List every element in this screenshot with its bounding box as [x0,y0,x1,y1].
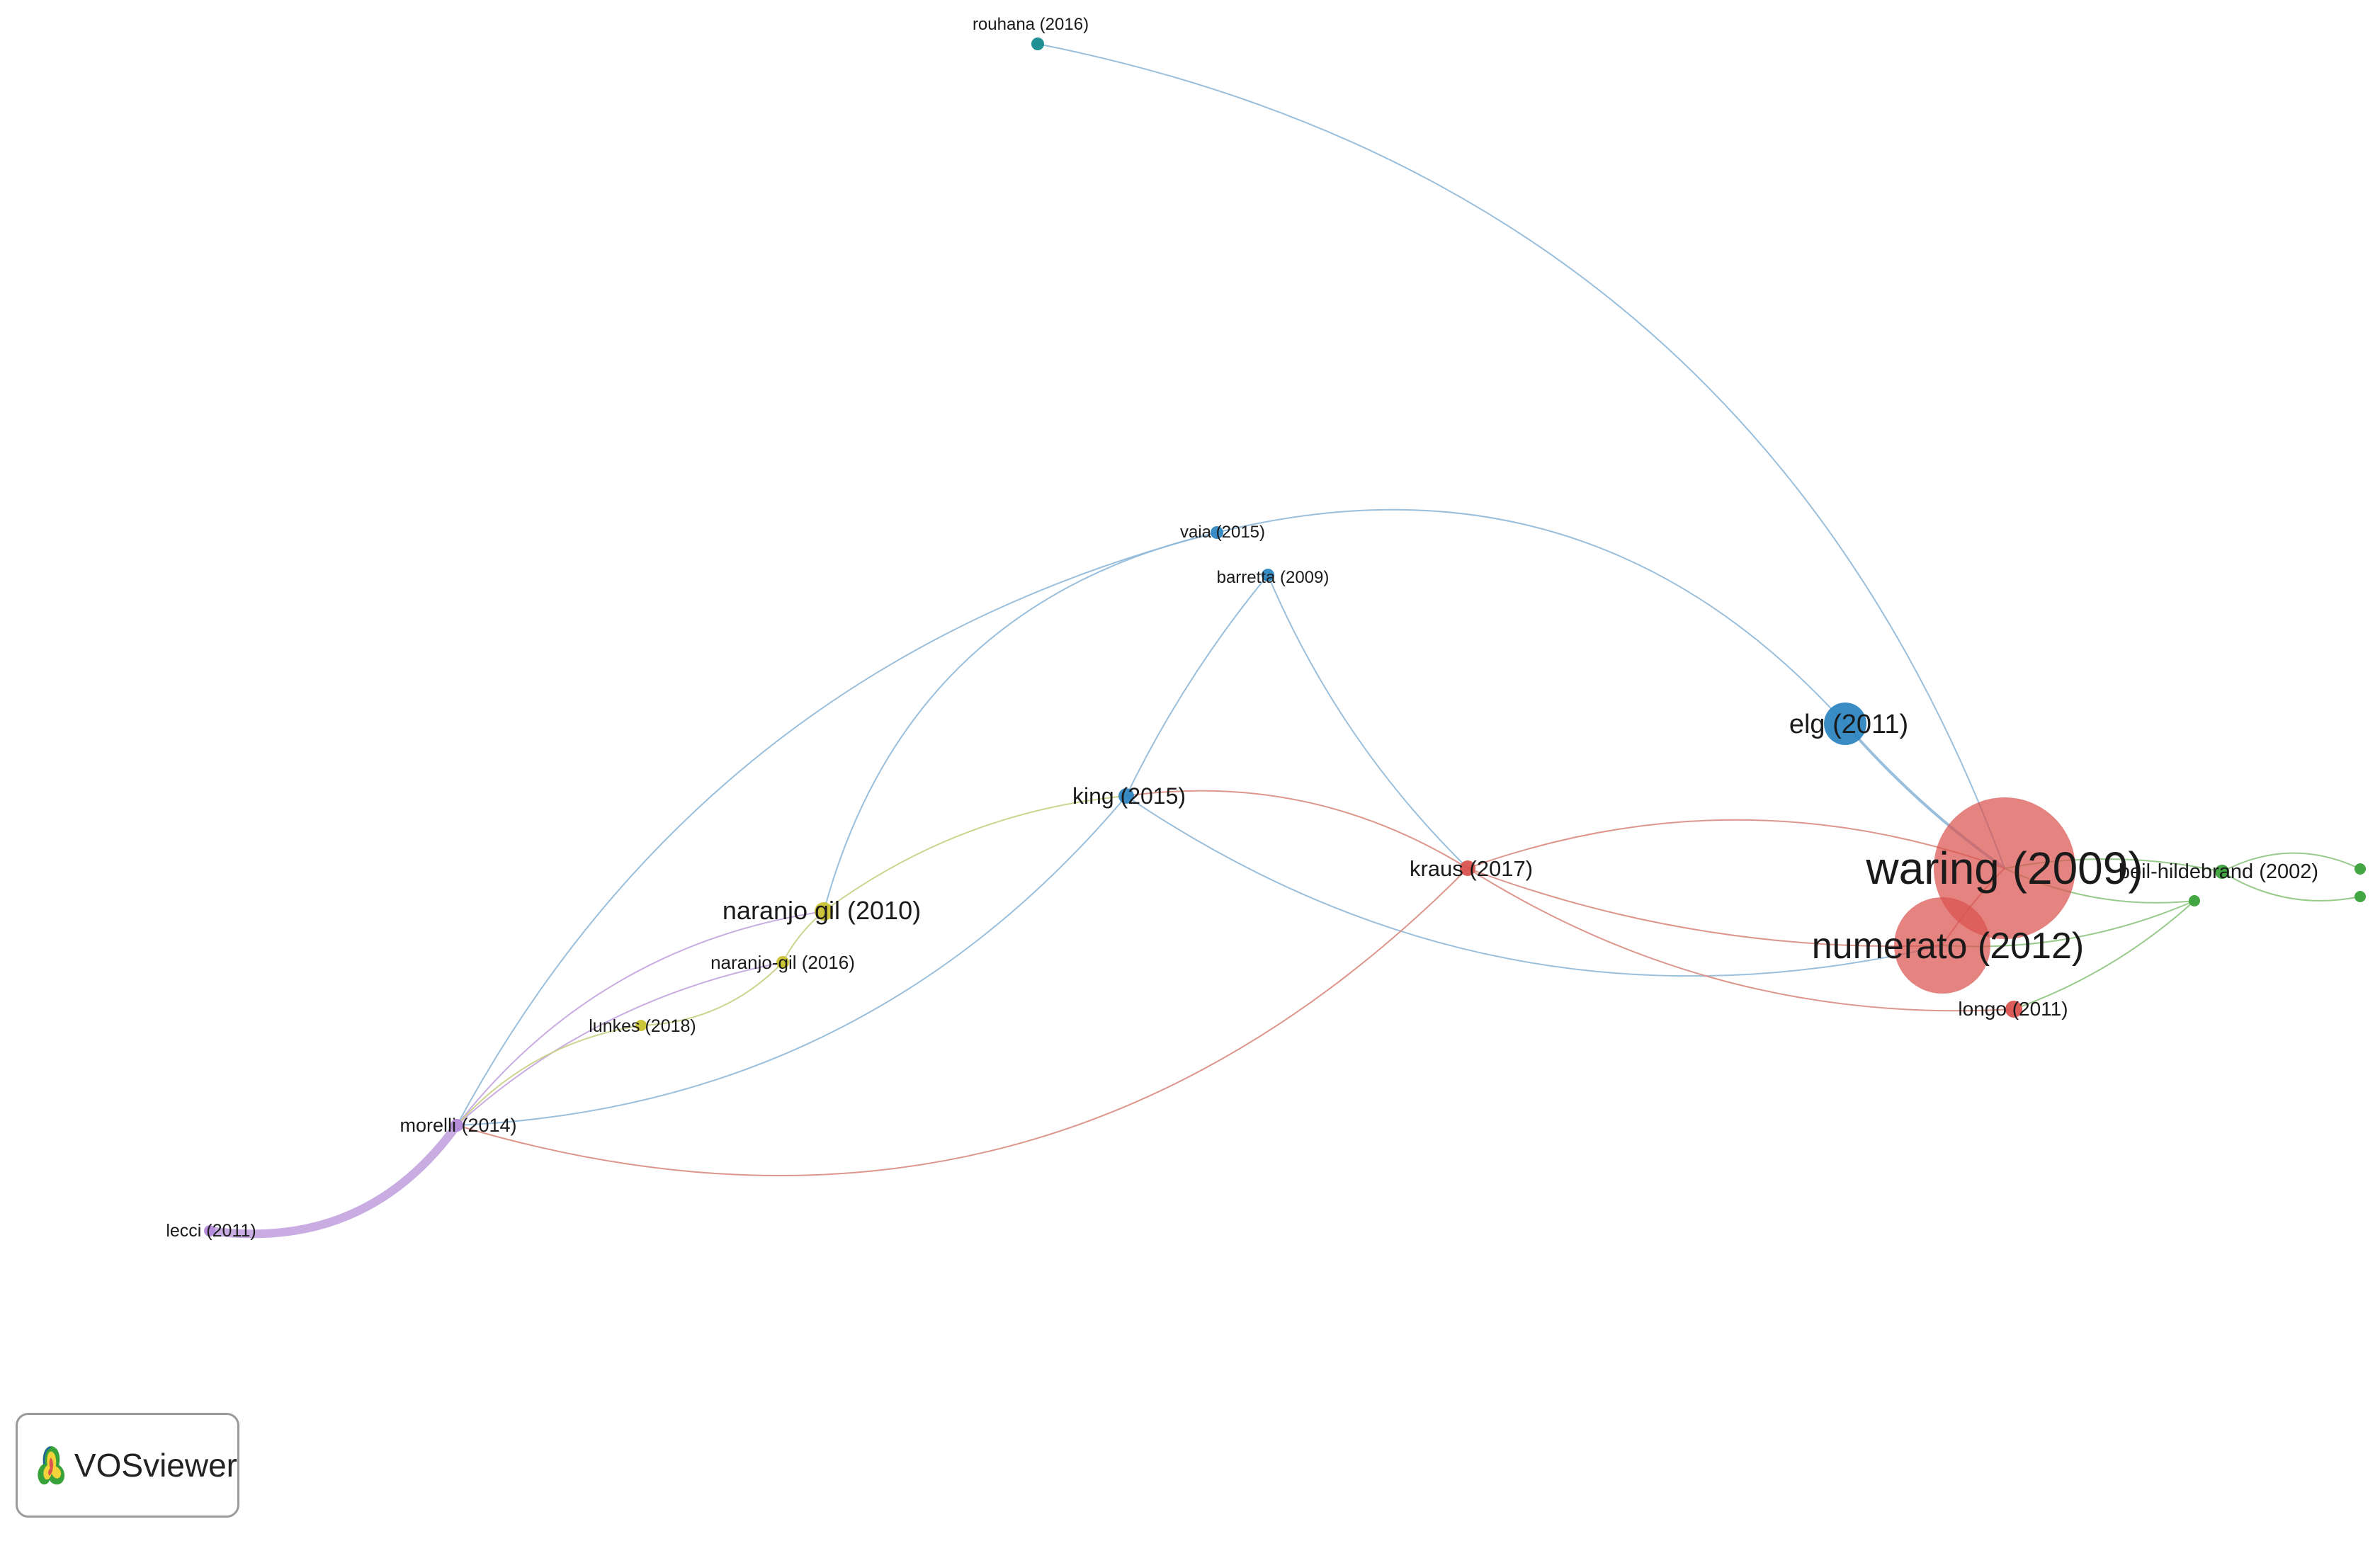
link-barretta-king [1126,574,1269,797]
link-morelli-naranjo2010 [456,911,824,1126]
node-label-barretta[interactable]: barretta (2009) [1217,568,1330,587]
vosviewer-logo-label: VOSviewer [74,1447,237,1484]
link-kraus-waring [1467,819,2005,869]
node-label-vaia[interactable]: vaia (2015) [1180,523,1265,542]
node-label-naranjo2016[interactable]: naranjo-gil (2016) [710,952,855,973]
node-g2[interactable] [2354,863,2366,875]
link-kraus-longo [1467,868,2014,1012]
vosviewer-logo-icon [38,1446,65,1485]
node-label-lecci[interactable]: lecci (2011) [166,1221,256,1241]
vosviewer-logo: VOSviewer [16,1413,239,1518]
node-lecci[interactable] [204,1225,215,1236]
link-morelli-naranjo2016 [456,962,783,1126]
link-king-naranjo2010 [823,795,1127,912]
node-label-beil[interactable]: beil-hildebrand (2002) [2119,860,2318,883]
link-vaia-naranjo2010 [823,532,1218,912]
node-lunkes[interactable] [635,1020,647,1031]
link-lunkes-morelli [456,1025,642,1126]
link-morelli-kraus [456,868,1468,1177]
node-label-naranjo2010[interactable]: naranjo gil (2010) [722,896,921,925]
node-label-morelli[interactable]: morelli (2014) [400,1115,516,1136]
node-elg[interactable] [1824,703,1866,745]
link-rouhana-waring [1037,43,2005,869]
labels-layer: rouhana (2016) vaia (2015) barretta (2009)… [166,15,2318,1241]
link-lunkes-naranjo2016 [640,962,783,1026]
node-waring[interactable] [1934,797,2075,939]
link-king-morelli [456,795,1127,1126]
node-naranjo2010[interactable] [815,902,833,921]
node-beil[interactable] [2215,865,2229,879]
link-barretta-kraus [1267,574,1468,869]
link-beil-g3 [2221,871,2361,902]
node-naranjo2016[interactable] [776,956,789,969]
node-barretta[interactable] [1262,569,1274,581]
node-king[interactable] [1118,788,1134,804]
node-label-king[interactable]: king (2015) [1072,783,1186,809]
nodes-layer [204,38,2366,1236]
links-layer [205,43,2361,1239]
link-king-numerato [1126,795,1943,977]
node-g1[interactable] [2189,895,2200,906]
node-kraus[interactable] [1460,860,1475,876]
node-label-rouhana[interactable]: rouhana (2016) [973,15,1089,34]
link-beil-g2 [2221,852,2361,872]
node-label-kraus[interactable]: kraus (2017) [1410,856,1533,881]
node-label-elg[interactable]: elg (2011) [1789,710,1908,739]
link-longo-g1 [2013,900,2195,1010]
node-label-numerato[interactable]: numerato (2012) [1812,926,2084,967]
node-label-longo[interactable]: longo (2011) [1958,998,2068,1020]
node-longo[interactable] [2005,1001,2022,1018]
link-kraus-numerato [1467,868,1943,948]
node-rouhana[interactable] [1031,38,1044,50]
link-morelli-lecci [205,1121,461,1239]
node-g3[interactable] [2354,891,2366,902]
node-label-waring[interactable]: waring (2009) [1865,843,2143,894]
node-label-lunkes[interactable]: lunkes (2018) [589,1016,696,1036]
link-king-kraus [1126,790,1468,869]
node-morelli[interactable] [450,1119,463,1132]
node-vaia[interactable] [1211,526,1223,539]
link-vaia-elg [1216,508,1846,724]
link-vaia-morelli [456,532,1218,1126]
node-numerato[interactable] [1894,897,1990,994]
